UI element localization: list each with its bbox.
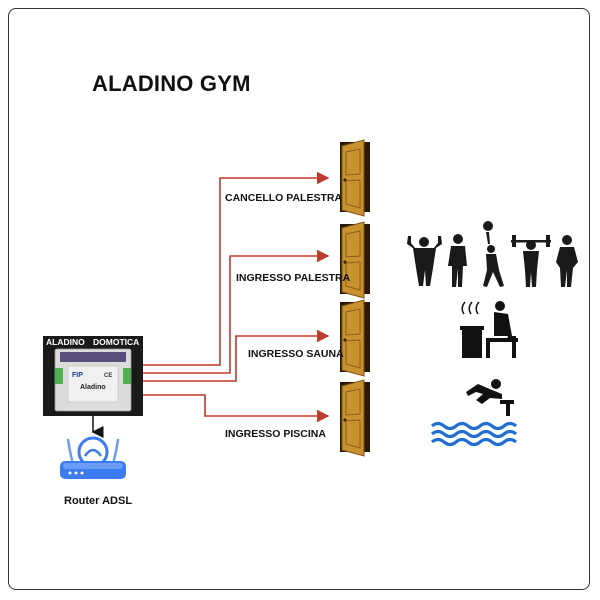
- connection-lines: [142, 171, 330, 423]
- line-ingresso-palestra: [142, 249, 330, 374]
- page-title: ALADINO GYM: [92, 71, 251, 96]
- line-ingresso-piscina: [142, 394, 330, 423]
- door-icon: [340, 221, 370, 299]
- line-cancello-palestra: [142, 171, 330, 366]
- output-label-ingresso-palestra: INGRESSO PALESTRA: [236, 272, 351, 284]
- doors: [340, 139, 370, 457]
- output-label-cancello-palestra: CANCELLO PALESTRA: [225, 192, 343, 204]
- router-icon: [60, 436, 126, 479]
- gym-athletes-icon: [407, 221, 578, 287]
- diagram-frame: [8, 8, 590, 590]
- door-icon: [340, 379, 370, 457]
- line-ingresso-sauna: [142, 329, 330, 382]
- aladino-device: ALADINO DOMOTICA FIP CE Aladino: [43, 336, 143, 416]
- swimming-pool-icon: [430, 379, 518, 447]
- sauna-icon: [460, 301, 518, 358]
- door-icon: [340, 139, 370, 217]
- device-model: Aladino: [80, 384, 106, 391]
- output-label-ingresso-piscina: INGRESSO PISCINA: [225, 428, 326, 440]
- device-brand: FIP: [72, 372, 83, 379]
- device-label-left: ALADINO: [46, 337, 85, 347]
- output-label-ingresso-sauna: INGRESSO SAUNA: [248, 348, 344, 360]
- device-cert: CE: [104, 373, 112, 379]
- door-icon: [340, 299, 370, 377]
- router-label: Router ADSL: [64, 495, 132, 507]
- device-label-right: DOMOTICA: [93, 337, 139, 347]
